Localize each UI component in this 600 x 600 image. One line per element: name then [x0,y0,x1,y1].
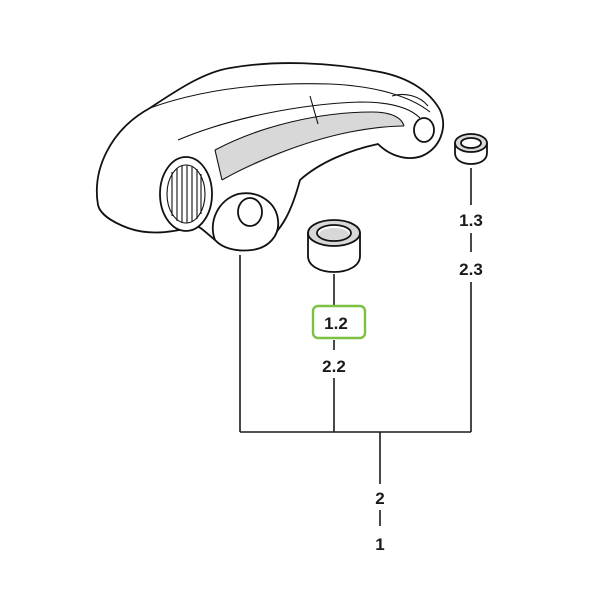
bushing-center [307,219,361,273]
label-1-3[interactable]: 1.3 [459,211,483,230]
highlight-box [311,304,367,340]
label-2-2[interactable]: 2.2 [322,357,346,376]
label-2-3[interactable]: 2.3 [459,260,483,279]
bushing-right [454,133,488,165]
lever-arm-drawing [96,62,444,252]
leader-lines [239,168,472,526]
label-2[interactable]: 2 [375,489,384,508]
label-1[interactable]: 1 [375,535,384,554]
label-1-2[interactable]: 1.2 [324,314,348,333]
